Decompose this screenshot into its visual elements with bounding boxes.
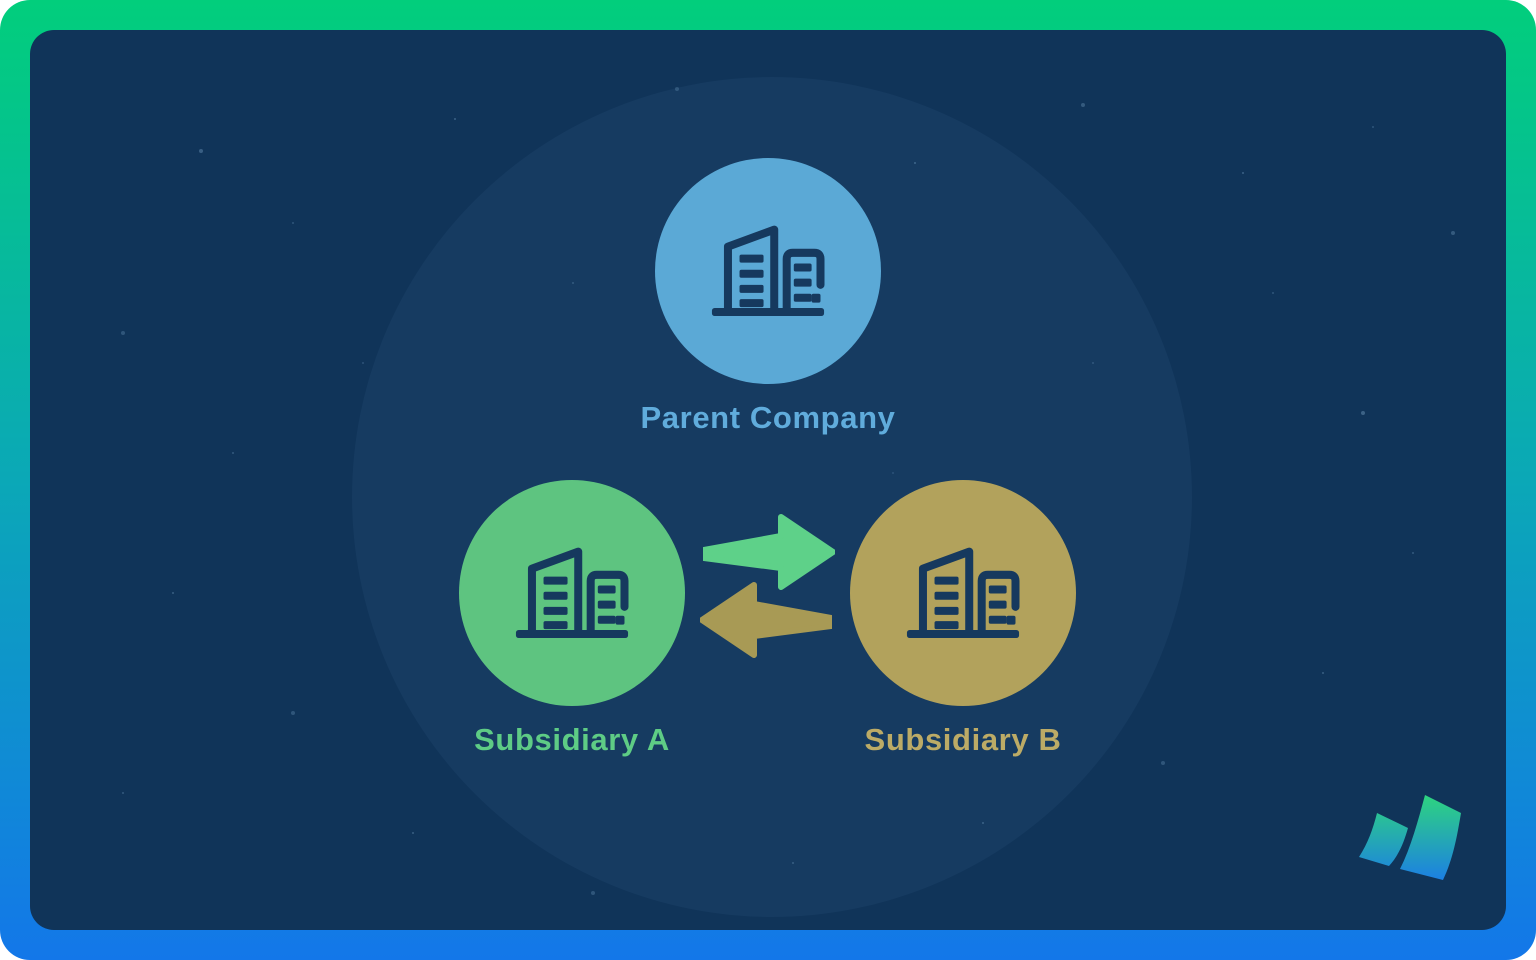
subsidiary-b-label: Subsidiary B <box>864 722 1062 757</box>
buildings-icon <box>711 225 825 316</box>
brand-logo <box>1359 795 1461 880</box>
parent-company-circle <box>655 158 881 384</box>
starfield <box>30 30 32 32</box>
buildings-icon <box>515 547 629 638</box>
subsidiary-a-label: Subsidiary A <box>474 722 670 757</box>
buildings-icon <box>906 547 1020 638</box>
slide-panel: Parent Company <box>30 30 1506 930</box>
node-subsidiary-b: Subsidiary B <box>793 480 1133 758</box>
subsidiary-a-circle <box>459 480 685 706</box>
parent-company-label: Parent Company <box>640 400 896 435</box>
subsidiary-b-circle <box>850 480 1076 706</box>
node-parent-company: Parent Company <box>598 158 938 436</box>
arrow-left-icon <box>700 582 832 658</box>
arrow-right-icon <box>703 514 835 590</box>
node-subsidiary-a: Subsidiary A <box>402 480 742 758</box>
